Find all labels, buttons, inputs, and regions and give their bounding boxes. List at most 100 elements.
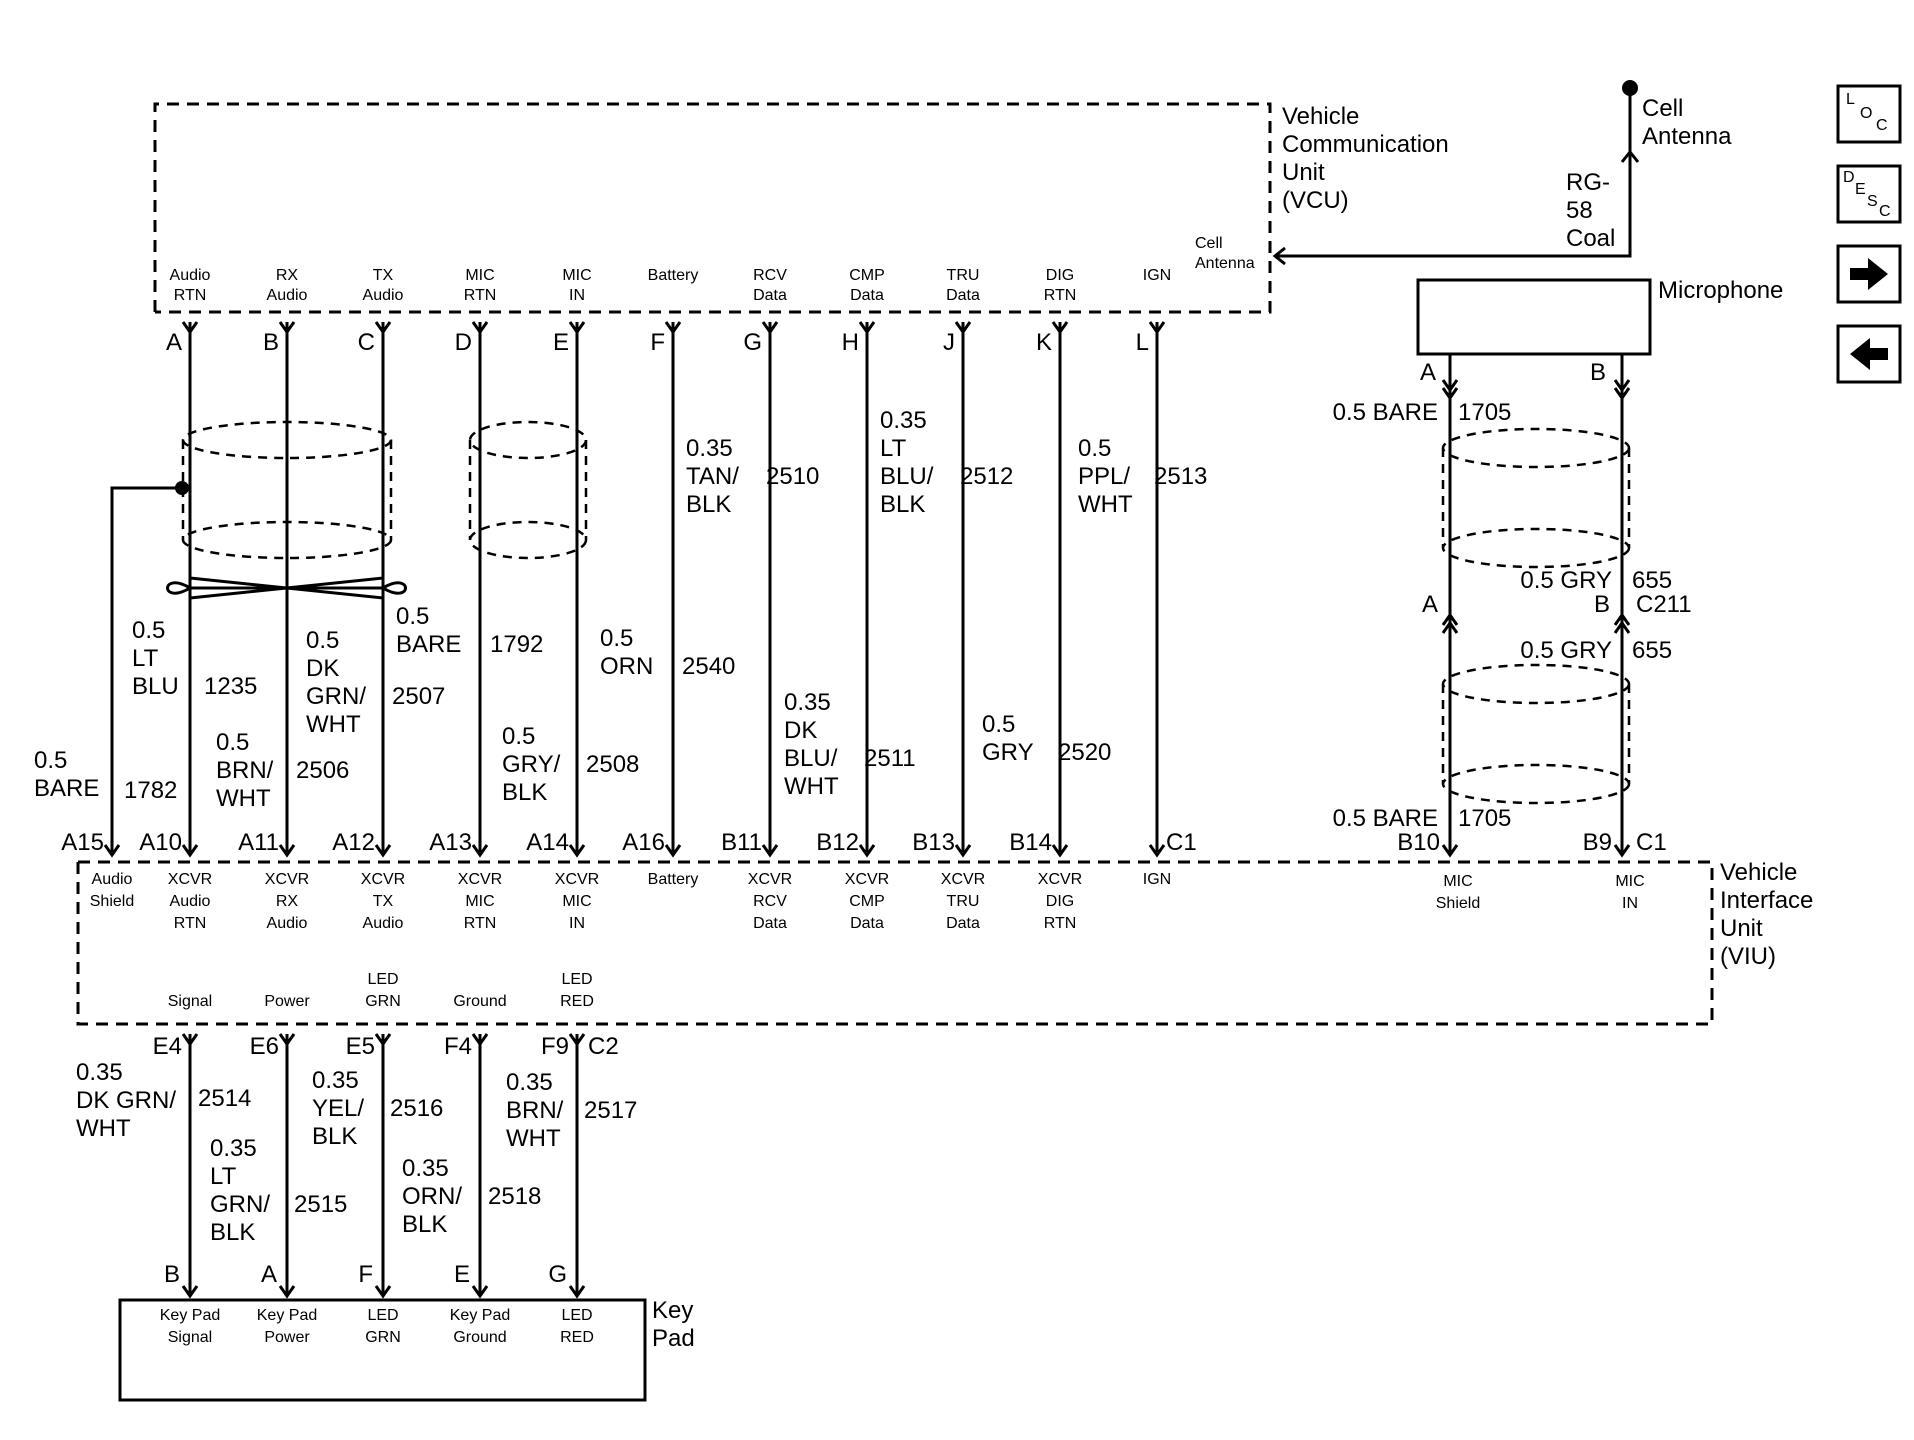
loc-letter-c: C bbox=[1876, 117, 1888, 134]
viu-pin-label-6: Battery bbox=[648, 871, 699, 888]
vcu-module: Vehicle Communication Unit (VCU) Cell An… bbox=[153, 102, 1449, 356]
desc-button[interactable]: D E S C bbox=[1836, 164, 1902, 224]
keypad-arrow bbox=[471, 1285, 489, 1299]
keypad-pin-f: F bbox=[358, 1261, 373, 1288]
keypad-arrow bbox=[181, 1285, 199, 1299]
keypad-wire-circuit-1: 2515 bbox=[294, 1191, 347, 1218]
wire-circuit-e: 2508 bbox=[586, 751, 639, 778]
next-button[interactable] bbox=[1836, 244, 1902, 304]
mic-upper-b-spec: 0.5 GRY bbox=[1520, 567, 1612, 594]
c211-pin-b: B bbox=[1594, 591, 1610, 618]
keypad-arrow bbox=[374, 1285, 392, 1299]
wire-circuit-k: 2520 bbox=[1058, 739, 1111, 766]
vcu-pin-c: C bbox=[358, 329, 375, 356]
mic-lower-a-spec: 0.5 BARE bbox=[1333, 805, 1438, 832]
viu-pin-a12: A12 bbox=[332, 829, 375, 856]
viu-pin-a15: A15 bbox=[61, 829, 104, 856]
vcu-pin-b: B bbox=[263, 329, 279, 356]
wire-circuit-a: 1235 bbox=[204, 673, 257, 700]
mic-pin-b: B bbox=[1590, 359, 1606, 386]
loc-letter-o: O bbox=[1860, 105, 1872, 122]
viu-pin-b10: B10 bbox=[1397, 829, 1440, 856]
viu-connector-c1: C1 bbox=[1166, 829, 1197, 856]
vcu-connector-arrow bbox=[858, 321, 876, 335]
c211-pin-a: A bbox=[1422, 591, 1438, 618]
wire-circuit-b: 2506 bbox=[296, 757, 349, 784]
desc-letter-s: S bbox=[1867, 193, 1878, 210]
mic-upper-b-circuit: 655 bbox=[1632, 567, 1672, 594]
wire-circuit-j: 2512 bbox=[960, 463, 1013, 490]
viu-connector-arrow bbox=[1148, 844, 1166, 858]
viu-connector-c2: C2 bbox=[588, 1033, 619, 1060]
vcu-pin-label-f: Battery bbox=[648, 267, 699, 284]
viu-connector-arrow bbox=[278, 844, 296, 858]
mic-lower-b-circuit: 655 bbox=[1632, 637, 1672, 664]
antenna-cable-label: RG- 58 Coal bbox=[1566, 169, 1617, 252]
viu-pin-a10: A10 bbox=[139, 829, 182, 856]
vcu-connector-arrow bbox=[664, 321, 682, 335]
viu-pin-b14: B14 bbox=[1009, 829, 1052, 856]
vcu-pin-g: G bbox=[743, 329, 762, 356]
viu-connector-arrow bbox=[664, 844, 682, 858]
keypad-arrow bbox=[278, 1285, 296, 1299]
wire-circuit-f: 2540 bbox=[682, 653, 735, 680]
vcu-connector-arrow bbox=[1148, 321, 1166, 335]
viu-connector-arrow bbox=[374, 844, 392, 858]
wire-circuit-h: 2511 bbox=[864, 745, 916, 772]
shield-drain-wire bbox=[110, 486, 182, 852]
twisted-pair-cross bbox=[189, 576, 384, 600]
viu-pin-e5: E5 bbox=[346, 1033, 375, 1060]
mic-harness: 0.5 BARE 1705 0.5 GRY 655 A B C211 0.5 G… bbox=[1333, 354, 1692, 858]
viu-pin-a14: A14 bbox=[526, 829, 569, 856]
keypad-wire-circuit-0: 2514 bbox=[198, 1085, 251, 1112]
vcu-pin-label-l: IGN bbox=[1143, 267, 1171, 284]
prev-button[interactable] bbox=[1836, 324, 1902, 384]
vcu-connector-arrow bbox=[181, 321, 199, 335]
viu-pin-b13: B13 bbox=[912, 829, 955, 856]
vcu-pin-d: D bbox=[455, 329, 472, 356]
keypad-pin-g: G bbox=[548, 1261, 567, 1288]
viu-keypad-pin-label-3: Ground bbox=[453, 993, 506, 1010]
mic-lower-b-spec: 0.5 GRY bbox=[1520, 637, 1612, 664]
loc-button[interactable]: L O C bbox=[1836, 84, 1902, 144]
desc-letter-c: C bbox=[1879, 203, 1891, 220]
viu-pin-f9: F9 bbox=[541, 1033, 569, 1060]
viu-connector-arrow bbox=[181, 844, 199, 858]
wire-circuit-shield: 1782 bbox=[124, 777, 177, 804]
audio-cable-shield bbox=[181, 420, 393, 560]
keypad-wire-circuit-4: 2517 bbox=[584, 1097, 637, 1124]
viu-pin-e4: E4 bbox=[153, 1033, 182, 1060]
viu-c2-arrow bbox=[181, 1033, 199, 1047]
viu-pin-b9: B9 bbox=[1583, 829, 1612, 856]
vcu-pin-e: E bbox=[553, 329, 569, 356]
microphone-title: Microphone bbox=[1658, 277, 1783, 304]
keypad-wire-circuit-2: 2516 bbox=[390, 1095, 443, 1122]
